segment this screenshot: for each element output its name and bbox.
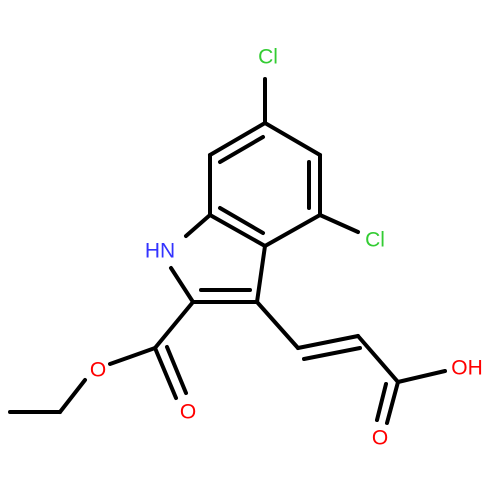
bond-c3-c3a: [255, 244, 267, 304]
bond-cc-o: [385, 380, 400, 425]
bond-n-c2: [169, 266, 195, 304]
bond-c2-cester: [153, 300, 195, 350]
bond-c4-cl: [318, 213, 360, 234]
bond-ca-cb-inner: [302, 346, 362, 361]
nitrogen-label: HN: [145, 240, 175, 263]
benzene-ring: [208, 121, 322, 248]
bond-ca-cb: [296, 334, 360, 350]
bond-osingle-ch2: [58, 378, 87, 414]
bond-c6-c5-inner: [218, 135, 265, 164]
chlorine-label-right: Cl: [365, 229, 385, 252]
chlorine-label-top: Cl: [258, 46, 278, 69]
bond-c7a-c3a: [208, 213, 267, 248]
bond-c6-c5: [208, 121, 267, 157]
bond-c7a-n: [184, 213, 212, 238]
bond-cc-o-inner: [375, 382, 388, 422]
acrylic-acid-chain: [255, 300, 447, 425]
bond-cc-oh: [396, 369, 447, 384]
bond-c3-ca: [255, 300, 300, 350]
bond-cester-osingle: [108, 346, 157, 366]
ester-carbonyl-oxygen-label: O: [180, 401, 196, 424]
pyrrole-ring: [169, 213, 267, 304]
bond-c7a-c3a-inner: [218, 206, 265, 235]
ethyl-ester-group: [8, 300, 195, 414]
bond-cester-odouble: [153, 346, 178, 400]
bond-c7-c6: [263, 121, 322, 157]
hydroxyl-label: OH: [451, 357, 483, 380]
ester-ether-oxygen-label: O: [90, 359, 106, 382]
acid-carbonyl-oxygen-label: O: [372, 427, 388, 450]
bond-c3a-c4: [263, 213, 322, 248]
bond-cb-cc: [356, 334, 400, 384]
bond-cester-odouble-inner: [165, 345, 188, 395]
